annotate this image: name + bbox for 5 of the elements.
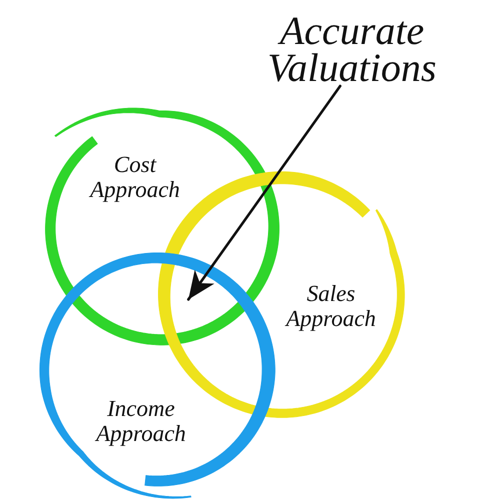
set-label: Cost Approach <box>90 152 180 202</box>
set-label: Income Approach <box>96 396 186 446</box>
set-label: Sales Approach <box>286 281 376 331</box>
callout-text: Accurate Valuations <box>268 12 436 86</box>
arrow <box>187 84 342 301</box>
